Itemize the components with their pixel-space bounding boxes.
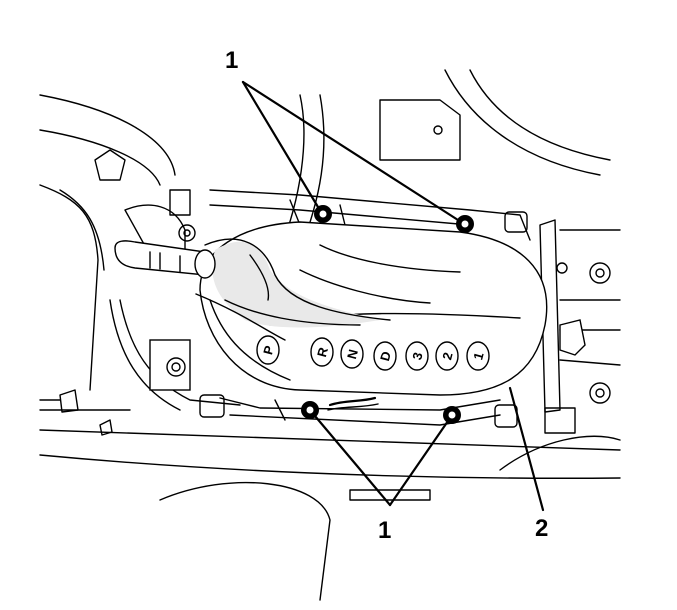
fasteners (301, 205, 474, 424)
console-trim (39, 69, 621, 601)
gear-position-d: D (373, 341, 397, 371)
callout-1-top: 1 (225, 47, 238, 74)
leader-lines (241, 80, 545, 512)
left-bracket (59, 149, 241, 436)
right-bracket (199, 211, 611, 434)
svg-text:1: 1 (470, 351, 486, 362)
mounting-plate (209, 189, 531, 426)
gear-position-3: 3 (405, 341, 429, 371)
svg-text:P: P (260, 344, 277, 357)
gear-position-2: 2 (435, 341, 459, 371)
shift-lever (114, 240, 216, 279)
svg-text:D: D (377, 350, 394, 363)
gear-indicator: P R N D 3 2 1 (256, 335, 490, 371)
callout-1-bottom: 1 (378, 517, 391, 544)
wiring-harness (328, 396, 377, 407)
fastener-bottom-left (301, 401, 319, 419)
svg-text:R: R (314, 345, 331, 359)
gear-position-1: 1 (466, 341, 490, 371)
svg-text:2: 2 (439, 351, 455, 362)
callout-2: 2 (535, 515, 548, 542)
svg-text:3: 3 (409, 351, 425, 362)
fastener-bottom-right (443, 406, 461, 424)
shift-boot (195, 238, 461, 341)
gear-position-p: P (256, 335, 280, 365)
gear-position-r: R (310, 337, 334, 367)
gear-position-n: N (340, 339, 364, 369)
fastener-top-right (456, 215, 474, 233)
svg-text:N: N (344, 348, 361, 361)
fastener-top-left (314, 205, 332, 223)
